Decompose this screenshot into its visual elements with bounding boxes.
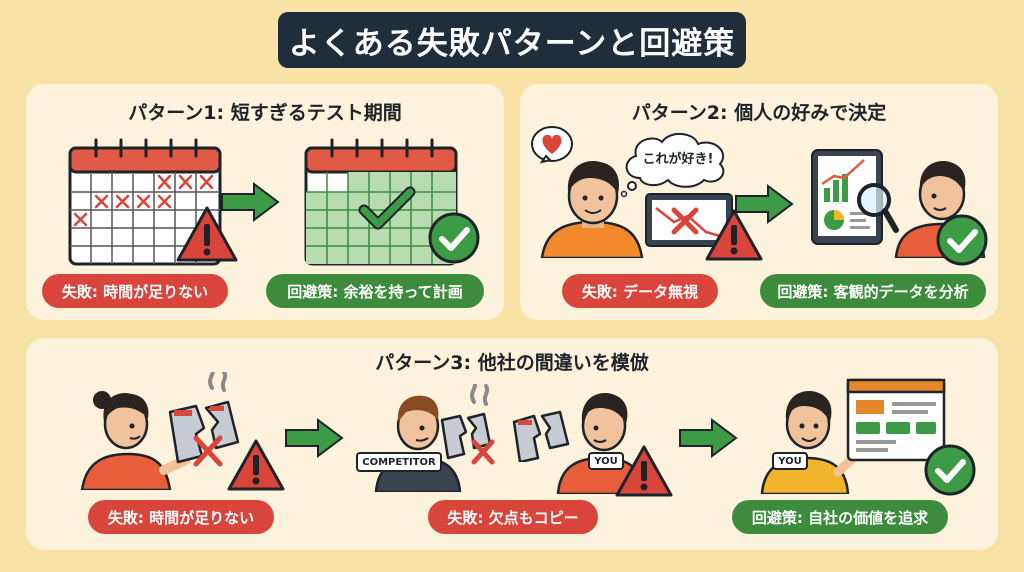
speech-text: これが好き! <box>642 152 714 167</box>
arrow-right-icon <box>679 418 738 458</box>
pattern-2-solution-badge: 回避策: 客観的データを分析 <box>760 274 986 308</box>
speech-bubble <box>620 133 725 198</box>
pattern-3-copy-failure-badge: 失敗: 欠点もコピー <box>428 500 598 534</box>
check-icon <box>428 212 480 264</box>
pattern-2-failure-badge: 失敗: データ無視 <box>562 274 718 308</box>
smoke-icon <box>208 372 228 392</box>
pattern-1-title: パターン1: 短すぎるテスト期間 <box>128 102 402 124</box>
pattern-2-panel: パターン2: 個人の好みで決定 これが好き! <box>520 84 998 320</box>
pattern-3-panel: パターン3: 他社の間違いを模倣 COMPETITOR <box>26 338 998 550</box>
check-icon <box>924 444 976 496</box>
declining-chart-laptop <box>645 193 733 247</box>
warning-icon <box>615 445 673 497</box>
pattern-2-title: パターン2: 個人の好みで決定 <box>631 102 887 124</box>
warning-icon <box>705 209 763 261</box>
magnifier-icon <box>857 183 899 233</box>
arrow-right-icon <box>735 184 794 224</box>
person-avatar <box>540 161 644 258</box>
own-product-screen <box>846 378 946 462</box>
warning-icon <box>176 206 238 262</box>
smoke-icon <box>470 384 490 406</box>
arrow-right-icon <box>285 418 344 458</box>
pattern-3-solution-badge: 回避策: 自社の価値を追求 <box>732 500 948 534</box>
you-label: YOU <box>772 452 808 470</box>
woman-avatar <box>80 391 191 490</box>
pattern-1-failure-badge: 失敗: 時間が足りない <box>42 274 228 308</box>
page-title: よくある失敗パターンと回避策 <box>278 12 746 68</box>
pattern-3-title: パターン3: 他社の間違いを模倣 <box>375 352 649 374</box>
copied-broken-phone-icon <box>512 410 570 462</box>
calendar-success-icon <box>304 138 458 266</box>
pattern-1-panel: パターン1: 短すぎるテスト期間 <box>26 84 504 320</box>
broken-phone-icon <box>168 372 240 467</box>
competitor-label: COMPETITOR <box>356 452 442 472</box>
pattern-1-solution-badge: 回避策: 余裕を持って計画 <box>266 274 484 308</box>
arrow-right-icon <box>221 182 280 222</box>
heart-icon <box>531 126 573 164</box>
check-icon <box>936 214 988 266</box>
analytics-tablet <box>811 149 883 245</box>
warning-icon <box>227 439 285 491</box>
pattern-3-failure-badge: 失敗: 時間が足りない <box>88 500 274 534</box>
broken-phone-icon <box>440 384 495 465</box>
you-label: YOU <box>588 452 624 470</box>
